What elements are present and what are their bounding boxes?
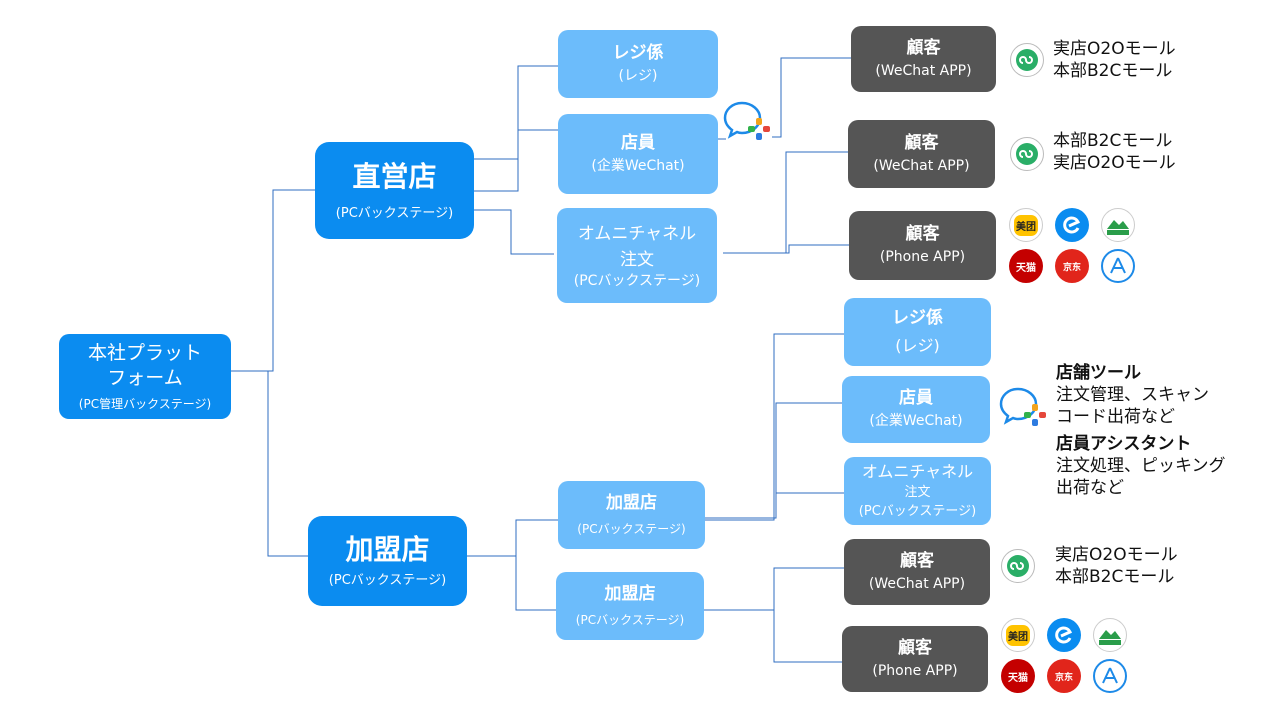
mall-note-2: 本部B2Cモール 実店O2Oモール [1053,130,1176,174]
node-title: レジ係 [612,42,664,63]
jd-daojia-icon [1101,208,1135,242]
customer-wechat-node-3: 顧客 (WeChat APP) [844,539,990,605]
note-line: 本部B2Cモール [1055,567,1175,587]
meituan-icon: 美团 [1001,618,1035,652]
node-subtitle: (レジ) [895,335,940,355]
node-subtitle: (PCバックステージ) [858,504,977,519]
icon-label: 京东 [1062,262,1081,273]
customer-phone-node-1: 顧客 (Phone APP) [849,211,996,280]
miniprogram-icon [1010,43,1044,77]
node-subtitle: (企業WeChat) [869,413,963,430]
node-title: 店員 [899,388,933,409]
note-line: コード出荷など [1056,407,1175,427]
node-subtitle: (Phone APP) [872,662,958,679]
miniprogram-icon [1010,137,1044,171]
node-subtitle: (PCバックステージ) [328,573,447,589]
node-title: レジ係 [892,308,943,329]
eleme-icon [1055,208,1089,242]
staff-node: 店員 (企業WeChat) [558,114,718,194]
icon-label: 美团 [1006,624,1030,646]
node-subtitle: (WeChat APP) [875,62,972,79]
node-subtitle: (PCバックステージ) [575,613,685,628]
app-store-icon [1093,659,1127,693]
mall-note-1: 実店O2Oモール 本部B2Cモール [1053,38,1176,82]
franchise-cashier-node: レジ係 (レジ) [844,298,991,366]
note-line: 実店O2Oモール [1055,545,1178,565]
icon-label: 美团 [1014,214,1038,236]
meituan-icon: 美团 [1009,208,1043,242]
node-subtitle: (PCバックステージ) [573,272,701,289]
note-line: 注文管理、スキャン [1056,385,1209,405]
node-title: 直営店 [352,159,437,193]
node-subtitle: (PCバックステージ) [577,522,686,537]
node-subtitle: (企業WeChat) [591,157,685,174]
note-line: 本部B2Cモール [1053,131,1173,151]
icon-label: 天猫 [1008,672,1028,684]
tmall-icon: 天猫 [1001,659,1035,693]
node-title: 顧客 [904,132,939,153]
customer-phone-node-2: 顧客 (Phone APP) [842,626,988,692]
cashier-node: レジ係 (レジ) [558,30,718,98]
node-subtitle: (WeChat APP) [868,575,966,592]
node-subtitle: (WeChat APP) [873,157,970,174]
node-title: 加盟店 [345,533,430,567]
node-title: 顧客 [905,224,940,245]
franchise-store-node-lower: 加盟店 (PCバックステージ) [556,572,704,640]
node-subtitle: (Phone APP) [879,249,966,266]
franchise-staff-node: 店員 (企業WeChat) [842,376,990,443]
store-tool-note: 店舗ツール 注文管理、スキャン コード出荷など 店員アシスタント 注文処理、ピッ… [1056,362,1226,499]
node-title: 加盟店 [604,583,656,604]
franchise-node: 加盟店 (PCバックステージ) [308,516,467,606]
direct-store-node: 直営店 (PCバックステージ) [315,142,474,239]
note-line: 実店O2Oモール [1053,39,1176,59]
tmall-icon: 天猫 [1009,249,1043,283]
jd-icon: 京东 [1047,659,1081,693]
omnichannel-order-node: オムニチャネル 注文 (PCバックステージ) [557,208,717,303]
icon-label: 天猫 [1016,262,1036,274]
app-store-icon [1101,249,1135,283]
node-mid: 注文 [904,484,931,500]
jd-daojia-icon [1093,618,1127,652]
node-subtitle: (PC管理バックステージ) [78,397,212,411]
node-title: 加盟店 [606,492,657,513]
node-title: 店員 [621,132,655,153]
customer-wechat-node-1: 顧客 (WeChat APP) [851,26,996,92]
wecom-icon [723,101,770,140]
mall-note-3: 実店O2Oモール 本部B2Cモール [1055,544,1178,588]
eleme-icon [1047,618,1081,652]
node-title: 顧客 [900,550,934,571]
node-subtitle: (PCバックステージ) [335,205,454,221]
node-subtitle: (レジ) [618,67,658,84]
icon-label: 京东 [1054,672,1073,683]
note-line: 注文処理、ピッキング [1056,456,1226,476]
franchise-omnichannel-node: オムニチャネル 注文 (PCバックステージ) [844,457,991,525]
node-title: 顧客 [906,37,941,58]
note-heading: 店舗ツール [1056,363,1141,383]
jd-icon: 京东 [1055,249,1089,283]
node-title: 本社プラット フォーム [87,342,202,389]
franchise-store-node-upper: 加盟店 (PCバックステージ) [558,481,705,549]
headquarters-platform-node: 本社プラット フォーム (PC管理バックステージ) [59,334,231,419]
wecom-icon [999,387,1046,426]
node-title: オムニチャネル [861,461,974,481]
note-line: 出荷など [1056,478,1124,498]
node-title: オムニチャネル 注文 [577,223,697,270]
note-line: 本部B2Cモール [1053,61,1173,81]
note-heading: 店員アシスタント [1056,434,1192,454]
miniprogram-icon [1001,549,1035,583]
note-line: 実店O2Oモール [1053,153,1176,173]
customer-wechat-node-2: 顧客 (WeChat APP) [848,120,995,188]
node-title: 顧客 [898,637,932,658]
